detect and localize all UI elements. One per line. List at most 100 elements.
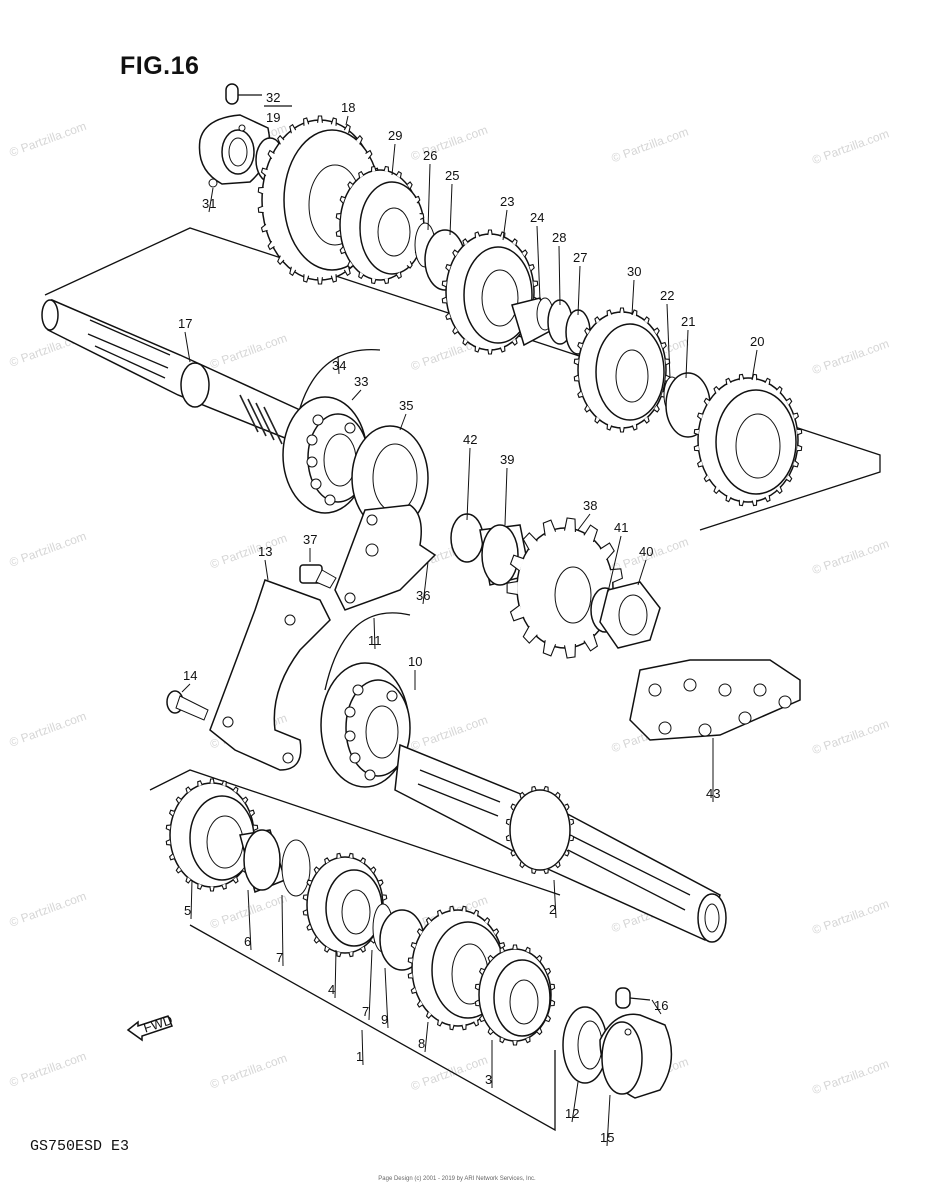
part-20-gear[interactable] — [693, 373, 803, 507]
part-4-gear[interactable] — [302, 852, 388, 958]
part-7-circlip[interactable] — [281, 839, 311, 897]
watermark-text: © Partzilla.com — [7, 1049, 88, 1090]
leader-line — [190, 879, 193, 920]
model-label: GS750ESD E3 — [30, 1138, 130, 1155]
callout-33[interactable]: 33 — [354, 374, 368, 389]
leader-line — [571, 1081, 579, 1123]
callout-27[interactable]: 27 — [573, 250, 587, 265]
leader-line — [247, 889, 252, 951]
callout-26[interactable]: 26 — [423, 148, 437, 163]
part-24-bushing[interactable] — [511, 297, 554, 347]
callout-32[interactable]: 32 — [266, 90, 280, 105]
callout-31[interactable]: 31 — [202, 196, 216, 211]
leader-line — [637, 559, 647, 586]
callout-28[interactable]: 28 — [552, 230, 566, 245]
part-37-bolt[interactable] — [299, 564, 337, 589]
callout-18[interactable]: 18 — [341, 100, 355, 115]
watermark-text: © Partzilla.com — [7, 529, 88, 570]
part-40-nut[interactable] — [599, 581, 661, 649]
leader-line — [399, 413, 407, 431]
leader-line — [553, 879, 557, 919]
leader-line — [208, 187, 214, 213]
callout-11[interactable]: 11 — [368, 633, 382, 648]
part-38-sprocket[interactable] — [506, 517, 624, 659]
callout-20[interactable]: 20 — [750, 334, 764, 349]
callout-15[interactable]: 15 — [600, 1130, 614, 1145]
callout-17[interactable]: 17 — [178, 316, 192, 331]
callout-37[interactable]: 37 — [303, 532, 317, 547]
part-31-pin[interactable] — [208, 178, 218, 188]
part-11-circlip[interactable] — [324, 612, 411, 691]
callout-40[interactable]: 40 — [639, 544, 653, 559]
leader-lines — [181, 115, 758, 1147]
callout-38[interactable]: 38 — [583, 498, 597, 513]
part-36-plate[interactable] — [334, 504, 437, 611]
callout-10[interactable]: 10 — [408, 654, 422, 669]
part-15-spacer[interactable] — [599, 1013, 673, 1099]
part-6-bushing[interactable] — [239, 829, 286, 894]
callout-30[interactable]: 30 — [627, 264, 641, 279]
callout-29[interactable]: 29 — [388, 128, 402, 143]
callout-21[interactable]: 21 — [681, 314, 695, 329]
leader-line — [577, 265, 581, 316]
callout-16[interactable]: 16 — [654, 998, 668, 1013]
part-29-gear[interactable] — [335, 165, 425, 285]
callout-13[interactable]: 13 — [258, 544, 272, 559]
callout-41[interactable]: 41 — [614, 520, 628, 535]
leader-line — [368, 949, 373, 1021]
leader-line — [502, 209, 508, 241]
callout-19[interactable]: 19 — [266, 110, 280, 125]
callout-7a[interactable]: 7 — [276, 950, 283, 965]
leader-line — [558, 245, 561, 306]
callout-5[interactable]: 5 — [184, 903, 191, 918]
leader-line — [427, 163, 431, 231]
part-39-spacer[interactable] — [479, 524, 531, 586]
callout-42[interactable]: 42 — [463, 432, 477, 447]
watermark-text: © Partzilla.com — [409, 123, 490, 164]
part-19-bushing[interactable] — [198, 114, 271, 185]
watermark-text: © Partzilla.com — [208, 331, 289, 372]
callout-24[interactable]: 24 — [530, 210, 544, 225]
callout-12[interactable]: 12 — [565, 1106, 579, 1121]
part-13-bracket[interactable] — [209, 579, 331, 771]
callout-39[interactable]: 39 — [500, 452, 514, 467]
callout-2[interactable]: 2 — [549, 902, 556, 917]
part-12-oil-seal[interactable] — [562, 1006, 608, 1084]
callout-23[interactable]: 23 — [500, 194, 514, 209]
fwd-arrow-icon: FWD — [126, 1012, 174, 1042]
part-30-gear[interactable] — [573, 307, 671, 433]
callout-22[interactable]: 22 — [660, 288, 674, 303]
leader-line — [184, 331, 191, 363]
gear-tooth-ring — [505, 785, 575, 875]
callout-8[interactable]: 8 — [418, 1036, 425, 1051]
part-23-gear[interactable] — [441, 229, 539, 355]
part-34-circlip[interactable] — [299, 349, 381, 409]
callout-34[interactable]: 34 — [332, 358, 346, 373]
watermark-text: © Partzilla.com — [810, 1056, 891, 1097]
part-10-bearing[interactable] — [320, 662, 411, 788]
part-35-oil-seal[interactable] — [351, 425, 429, 531]
callout-3[interactable]: 3 — [485, 1072, 492, 1087]
callout-14[interactable]: 14 — [183, 668, 197, 683]
callout-7b[interactable]: 7 — [362, 1004, 369, 1019]
leader-line — [373, 617, 376, 650]
part-3-gear[interactable] — [474, 944, 556, 1046]
part-14-screw[interactable] — [166, 690, 209, 721]
callout-25[interactable]: 25 — [445, 168, 459, 183]
part-16-pin[interactable] — [615, 987, 651, 1009]
callout-36[interactable]: 36 — [416, 588, 430, 603]
part-17-countershaft[interactable] — [41, 298, 301, 445]
drive-gear-on-shaft[interactable] — [505, 785, 575, 875]
callout-4[interactable]: 4 — [328, 982, 335, 997]
callout-35[interactable]: 35 — [399, 398, 413, 413]
part-43-drive-chain[interactable] — [629, 659, 801, 741]
callout-6[interactable]: 6 — [244, 934, 251, 949]
callout-43[interactable]: 43 — [706, 786, 720, 801]
watermark-text: © Partzilla.com — [609, 124, 690, 165]
callout-1[interactable]: 1 — [356, 1049, 363, 1064]
part-42-o-ring[interactable] — [450, 513, 484, 563]
part-32-pin[interactable] — [225, 83, 262, 105]
callout-9[interactable]: 9 — [381, 1012, 388, 1027]
watermark-text: © Partzilla.com — [208, 531, 289, 572]
